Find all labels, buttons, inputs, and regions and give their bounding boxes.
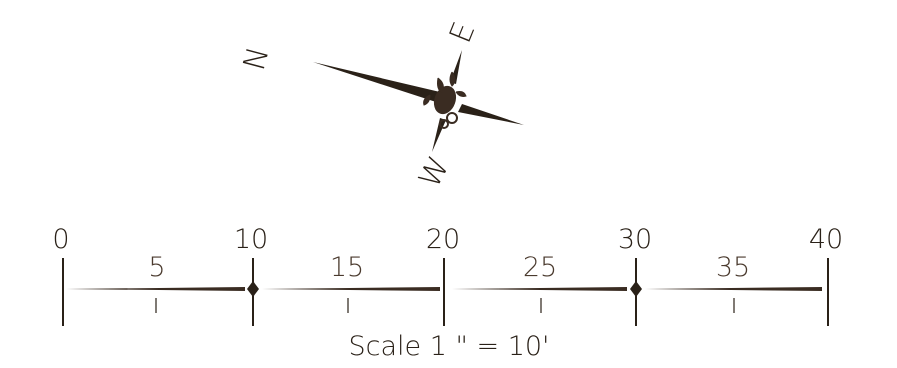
minor-ticks	[155, 298, 735, 313]
scale-bar: 0 10 20 30 40 5 15 25 35 Scale 1 " = 10'	[52, 224, 843, 362]
south-needle	[458, 104, 524, 125]
diamond-30	[630, 281, 642, 297]
north-needle	[313, 62, 440, 102]
scale-label-5: 5	[148, 252, 165, 283]
east-label: E	[443, 17, 483, 48]
scale-label-30: 30	[618, 224, 652, 255]
north-label: N	[237, 43, 277, 74]
west-needle	[432, 118, 446, 152]
scale-caption: Scale 1 " = 10'	[349, 331, 550, 362]
major-ticks	[62, 258, 829, 326]
west-label: W	[412, 151, 457, 194]
compass-rose: N E W	[237, 17, 524, 194]
diamond-10	[247, 281, 259, 297]
scale-label-15: 15	[330, 252, 364, 283]
scale-label-10: 10	[234, 224, 268, 255]
scale-label-0: 0	[52, 224, 69, 255]
scale-label-25: 25	[523, 252, 557, 283]
scale-segments	[66, 287, 822, 291]
scale-label-40: 40	[809, 224, 843, 255]
scale-label-35: 35	[716, 252, 750, 283]
compass-ornament	[423, 71, 467, 129]
scale-label-20: 20	[426, 224, 460, 255]
